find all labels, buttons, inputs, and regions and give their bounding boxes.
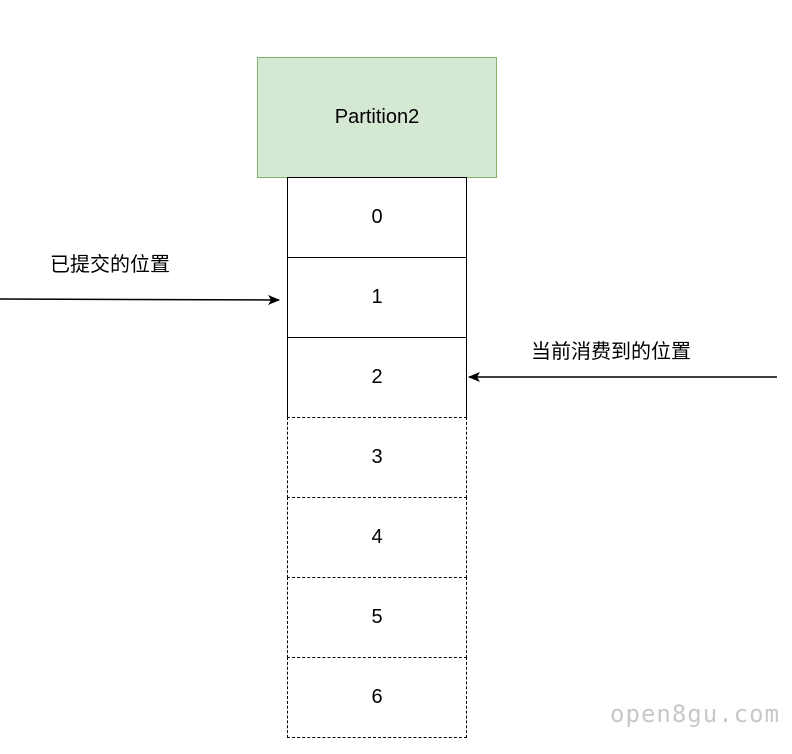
offset-cell-4: 4 bbox=[287, 497, 467, 578]
committed-arrow bbox=[0, 294, 280, 305]
current-position-label: 当前消费到的位置 bbox=[531, 339, 691, 363]
offset-cell-3: 3 bbox=[287, 417, 467, 498]
offset-label: 4 bbox=[371, 526, 383, 548]
offset-label: 5 bbox=[371, 606, 383, 628]
offset-cell-5: 5 bbox=[287, 577, 467, 658]
offset-label: 1 bbox=[371, 286, 383, 308]
offset-cell-1: 1 bbox=[287, 257, 467, 338]
offset-label: 3 bbox=[371, 446, 383, 468]
partition-title: Partition2 bbox=[334, 106, 420, 128]
offset-label: 6 bbox=[371, 686, 383, 708]
offset-cell-2: 2 bbox=[287, 337, 467, 418]
watermark-text: open8gu.com bbox=[610, 700, 780, 728]
offset-label: 2 bbox=[371, 366, 383, 388]
offset-cell-6: 6 bbox=[287, 657, 467, 738]
offset-cell-0: 0 bbox=[287, 177, 467, 258]
partition-header: Partition2 bbox=[257, 57, 497, 178]
offset-label: 0 bbox=[371, 206, 383, 228]
committed-position-label: 已提交的位置 bbox=[50, 252, 170, 276]
